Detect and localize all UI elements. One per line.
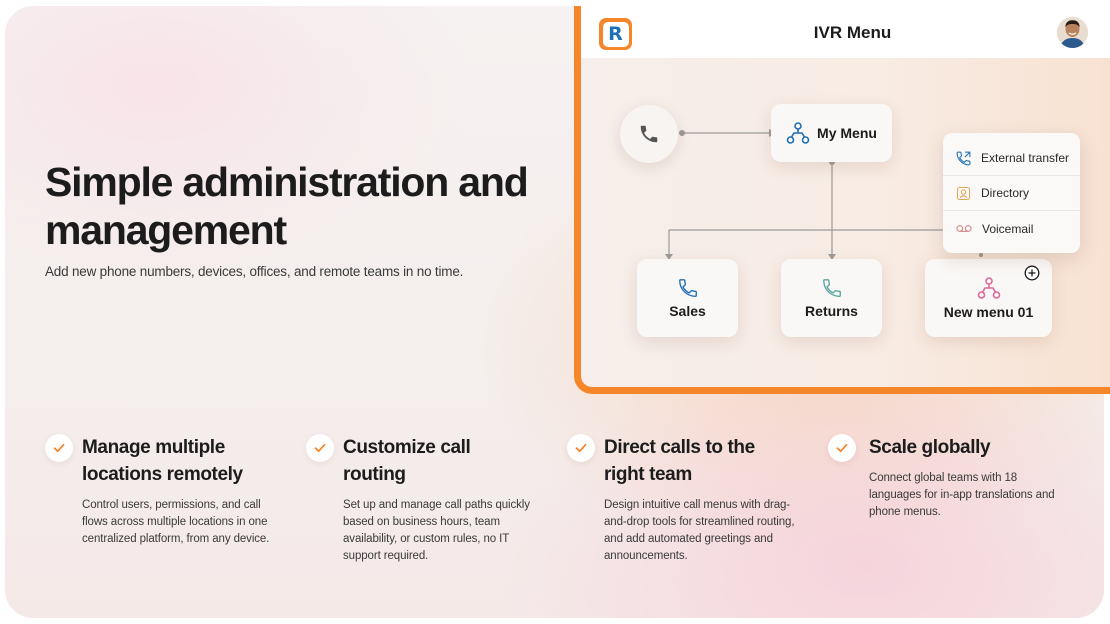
add-node-icon[interactable] (1024, 265, 1040, 281)
directory-icon (956, 186, 971, 200)
feature-title: Direct calls to the right team (604, 437, 755, 485)
menu-tree-icon (977, 277, 1000, 299)
feature-title: Customize call routing (343, 437, 471, 485)
incoming-call-node[interactable] (620, 105, 678, 163)
my-menu-label: My Menu (817, 125, 877, 141)
flow-connectors (665, 129, 983, 260)
user-avatar[interactable] (1057, 17, 1088, 48)
app-title: IVR Menu (813, 23, 892, 42)
check-icon (306, 434, 334, 462)
dropdown-item-external-transfer[interactable]: External transfer (943, 141, 1080, 176)
feature-description: Control users, permissions, and call flo… (82, 499, 270, 545)
sales-node[interactable]: Sales (637, 259, 738, 337)
phone-icon (678, 279, 697, 297)
dropdown-item-directory[interactable]: Directory (943, 176, 1080, 211)
dropdown-item-label: Directory (981, 186, 1030, 200)
dropdown-item-label: Voicemail (982, 221, 1034, 236)
feature-description: Set up and manage call paths quickly bas… (343, 499, 530, 562)
logo-letter: R (608, 22, 623, 45)
hero-subtitle: Add new phone numbers, devices, offices,… (45, 264, 464, 279)
brand-logo[interactable]: R (599, 18, 632, 50)
my-menu-node[interactable]: My Menu (771, 104, 892, 162)
hero-title: Simple administration and management (45, 159, 529, 253)
ivr-app-window: R IVR Menu (574, 6, 1110, 394)
phone-transfer-icon (956, 151, 971, 165)
dropdown-item-label: External transfer (981, 151, 1070, 165)
returns-label: Returns (805, 303, 858, 319)
menu-tree-icon (786, 122, 810, 144)
add-action-dropdown: External transfer Directory Voicemail (943, 133, 1080, 253)
logo-mark: R (602, 21, 629, 47)
feature-title: Manage multiple locations remotely (82, 437, 243, 485)
check-icon (828, 434, 856, 462)
avatar-image (1057, 17, 1088, 48)
sales-label: Sales (669, 303, 706, 319)
feature-title: Scale globally (869, 437, 991, 458)
check-icon (567, 434, 595, 462)
voicemail-icon (956, 225, 972, 232)
returns-node[interactable]: Returns (781, 259, 882, 337)
dropdown-item-voicemail[interactable]: Voicemail (943, 211, 1080, 246)
check-icon (45, 434, 73, 462)
feature-description: Connect global teams with 18 languages f… (869, 472, 1055, 518)
app-header: R IVR Menu (581, 6, 1110, 58)
phone-icon (822, 279, 841, 297)
phone-icon (640, 125, 658, 143)
feature-description: Design intuitive call menus with drag-an… (604, 499, 795, 562)
new-menu-label: New menu 01 (943, 304, 1034, 320)
